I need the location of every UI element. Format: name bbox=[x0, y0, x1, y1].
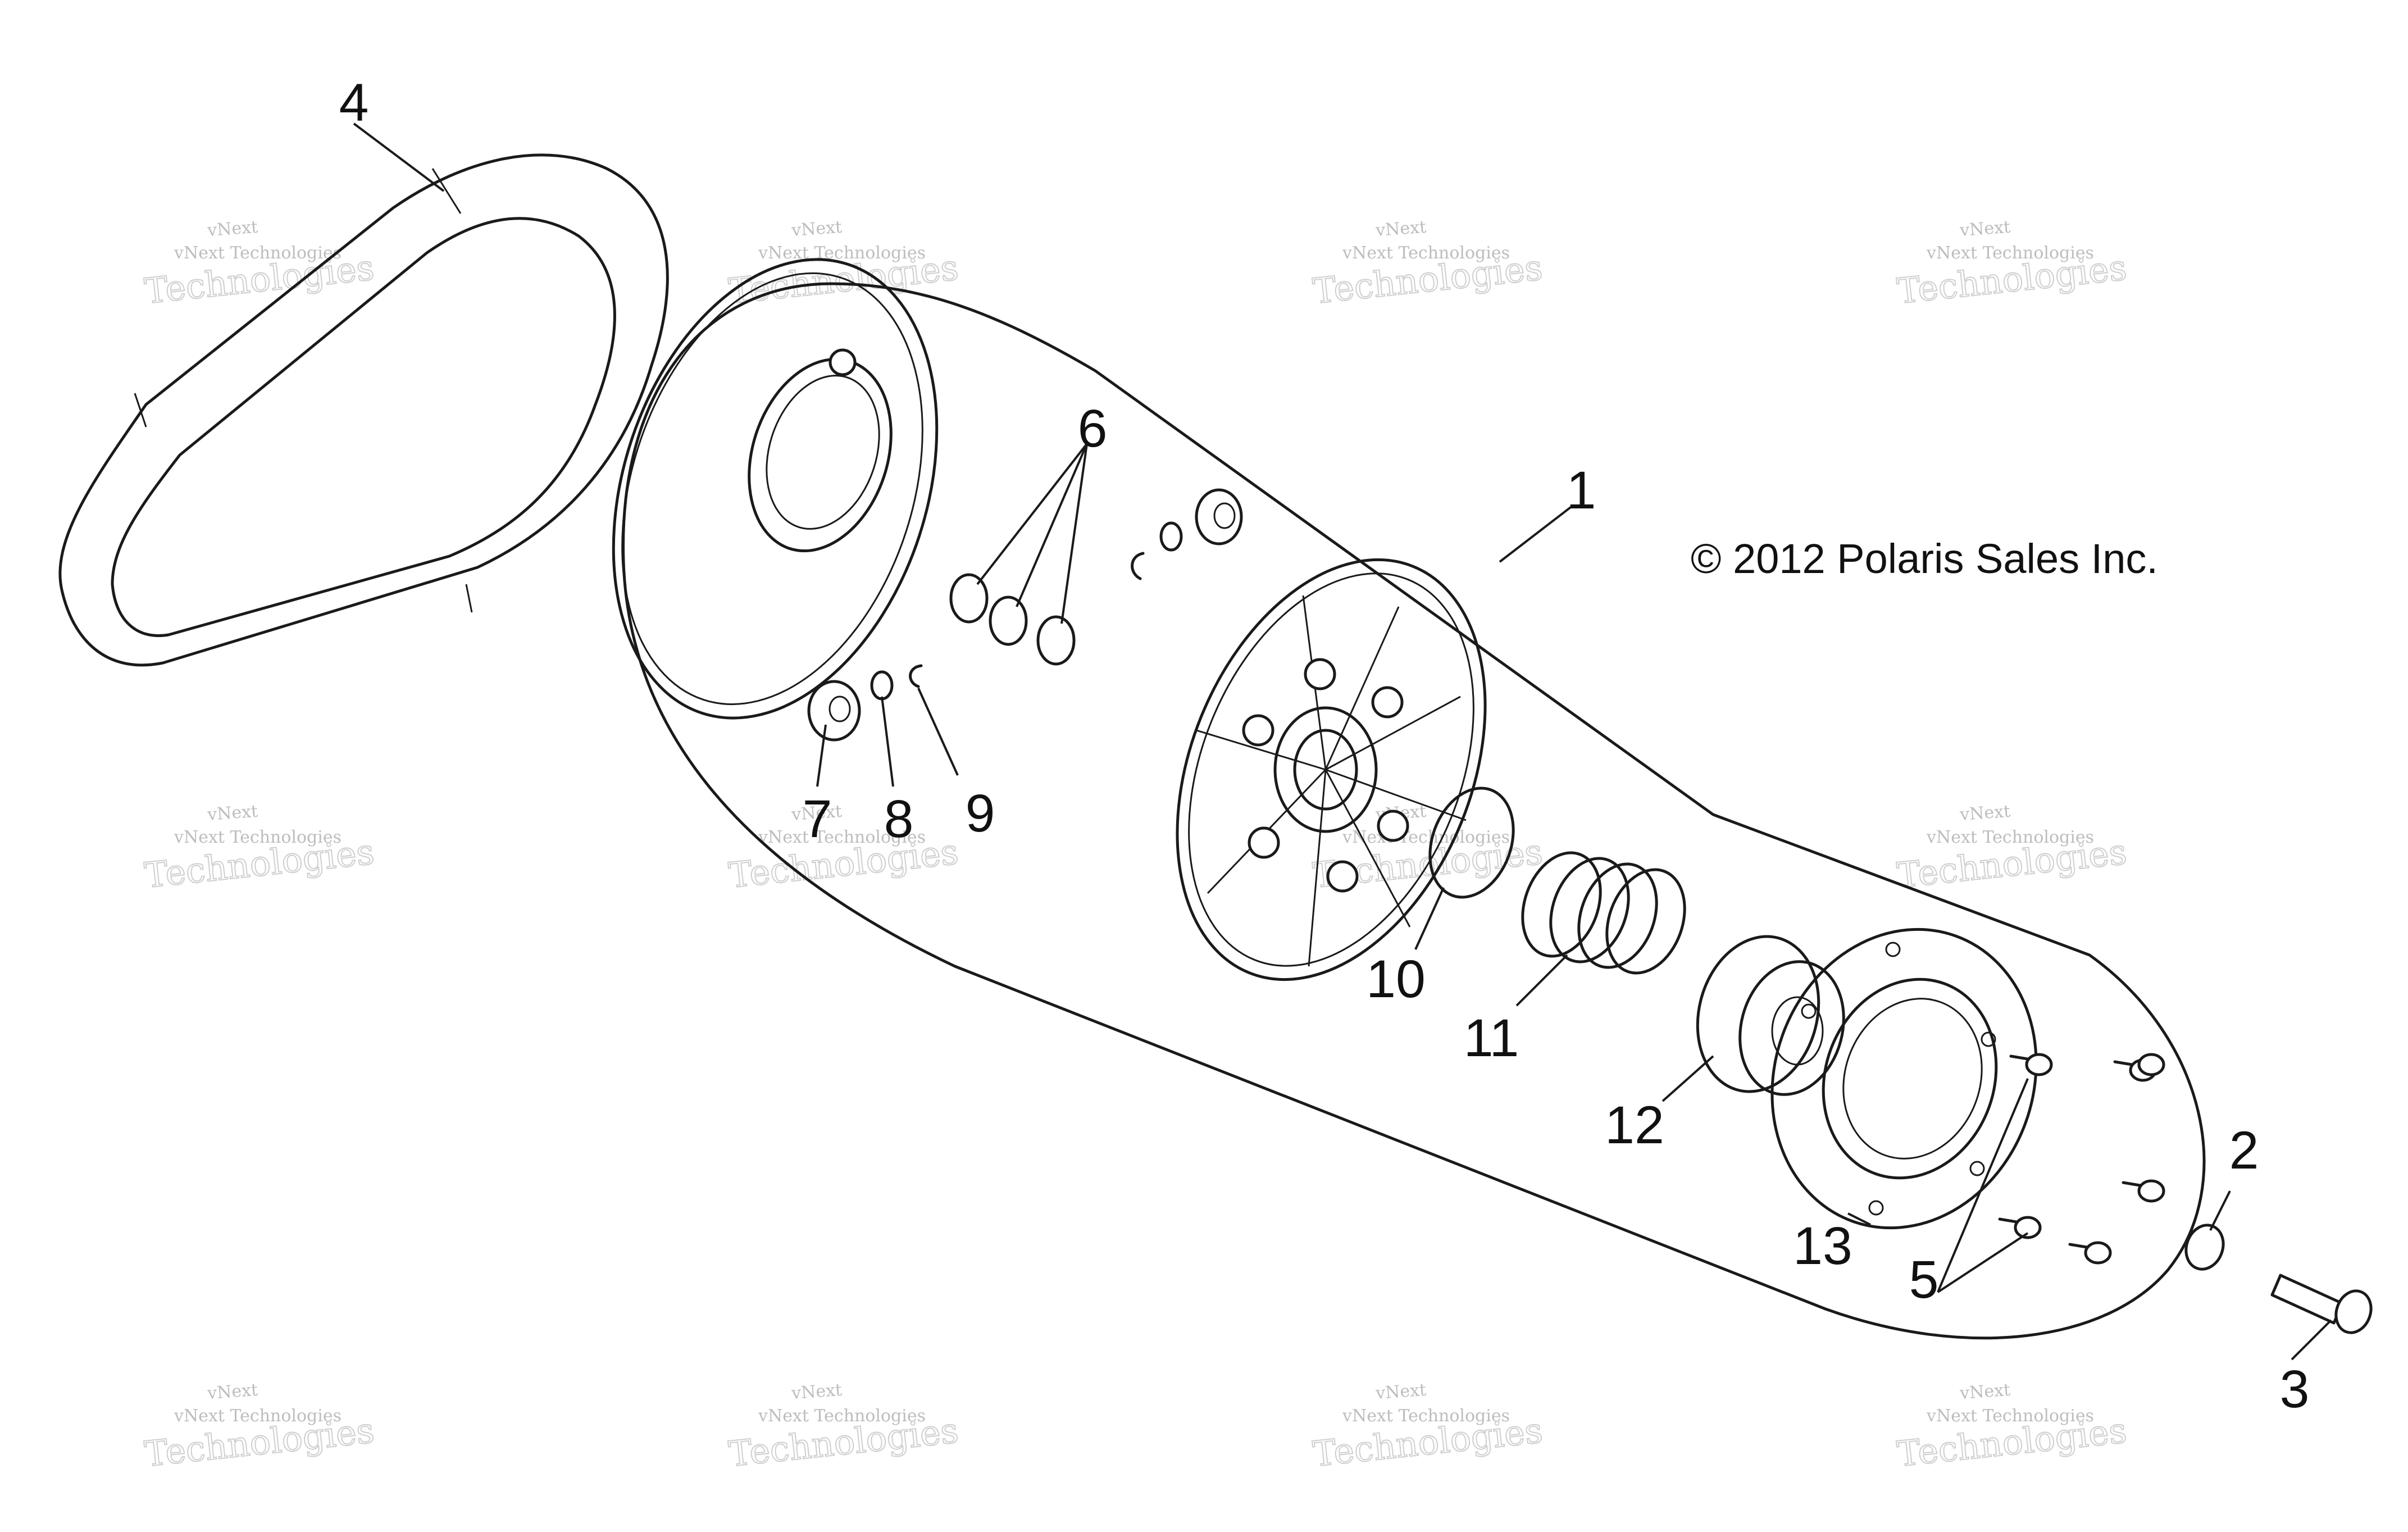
svg-text:vNext Technologies: vNext Technologies bbox=[1926, 1406, 2094, 1426]
callout-4: 4 bbox=[339, 73, 369, 133]
svg-text:vNext Technologies: vNext Technologies bbox=[758, 1406, 926, 1426]
svg-text:vNext Technologies: vNext Technologies bbox=[1926, 828, 2094, 847]
svg-text:vNext: vNext bbox=[1959, 802, 2011, 825]
stationary-sheave bbox=[612, 258, 939, 720]
watermark-grid: vNext vNext Technologies Technologies vN… bbox=[142, 217, 2129, 1475]
callout-1: 1 bbox=[1567, 461, 1596, 520]
callouts: 1 2 3 4 5 6 7 8 9 10 11 12 13 bbox=[339, 73, 2310, 1419]
watermark: vNext vNext Technologies Technologies bbox=[1895, 802, 2129, 897]
watermark: vNext vNext Technologies Technologies bbox=[142, 1380, 377, 1475]
svg-text:vNext Technologies: vNext Technologies bbox=[1926, 243, 2094, 263]
ring bbox=[1428, 787, 1515, 899]
svg-text:vNext Technologies: vNext Technologies bbox=[174, 1406, 342, 1426]
screws bbox=[1998, 1053, 2165, 1265]
watermark: vNext vNext Technologies Technologies bbox=[726, 802, 961, 897]
svg-text:vNext Technologies: vNext Technologies bbox=[1342, 828, 1510, 847]
svg-text:vNext Technologies: vNext Technologies bbox=[758, 243, 926, 263]
svg-text:vNext: vNext bbox=[1374, 1380, 1427, 1403]
callout-2: 2 bbox=[2229, 1121, 2259, 1180]
callout-10: 10 bbox=[1366, 949, 1426, 1009]
watermark: vNext vNext Technologies Technologies bbox=[142, 802, 377, 897]
svg-text:vNext Technologies: vNext Technologies bbox=[174, 828, 342, 847]
callout-8: 8 bbox=[884, 789, 914, 849]
watermark: vNext vNext Technologies Technologies bbox=[1310, 217, 1545, 312]
cover-plate bbox=[1770, 928, 2038, 1230]
roller-washers bbox=[949, 488, 1243, 666]
svg-text:vNext: vNext bbox=[1959, 217, 2011, 240]
watermark: vNext vNext Technologies Technologies bbox=[1310, 1380, 1545, 1475]
callout-7: 7 bbox=[803, 789, 832, 849]
svg-text:vNext: vNext bbox=[206, 217, 258, 240]
svg-text:vNext: vNext bbox=[206, 1380, 258, 1403]
watermark: vNext vNext Technologies Technologies bbox=[1895, 1380, 2129, 1475]
watermark: vNext vNext Technologies Technologies bbox=[726, 217, 961, 312]
callout-13: 13 bbox=[1793, 1216, 1852, 1276]
movable-sheave bbox=[1176, 558, 1487, 981]
spring bbox=[1521, 851, 1686, 975]
svg-text:vNext Technologies: vNext Technologies bbox=[1342, 1406, 1510, 1426]
callout-11: 11 bbox=[1464, 1008, 1519, 1068]
svg-text:vNext: vNext bbox=[206, 802, 258, 825]
watermark: vNext vNext Technologies Technologies bbox=[726, 1380, 961, 1475]
svg-text:vNext Technologies: vNext Technologies bbox=[758, 828, 926, 847]
callout-12: 12 bbox=[1605, 1095, 1664, 1155]
svg-text:vNext: vNext bbox=[790, 802, 843, 825]
copyright-notice: © 2012 Polaris Sales Inc. bbox=[1691, 535, 2158, 582]
svg-text:vNext: vNext bbox=[1959, 1380, 2011, 1403]
svg-text:vNext Technologies: vNext Technologies bbox=[1342, 243, 1510, 263]
watermark: vNext vNext Technologies Technologies bbox=[142, 217, 377, 312]
svg-text:vNext Technologies: vNext Technologies bbox=[174, 243, 342, 263]
spring-cup bbox=[1696, 935, 1845, 1096]
callout-3: 3 bbox=[2280, 1360, 2310, 1419]
svg-text:vNext: vNext bbox=[790, 1380, 843, 1403]
washer bbox=[2184, 1224, 2225, 1271]
drive-belt bbox=[58, 153, 669, 667]
callout-6: 6 bbox=[1078, 399, 1108, 458]
leader-lines bbox=[353, 122, 2332, 1361]
watermark: vNext vNext Technologies Technologies bbox=[1895, 217, 2129, 312]
svg-text:vNext: vNext bbox=[790, 217, 843, 240]
svg-text:vNext: vNext bbox=[1374, 217, 1427, 240]
callout-5: 5 bbox=[1909, 1250, 1939, 1310]
callout-9: 9 bbox=[966, 784, 995, 843]
bolt bbox=[2270, 1274, 2373, 1334]
